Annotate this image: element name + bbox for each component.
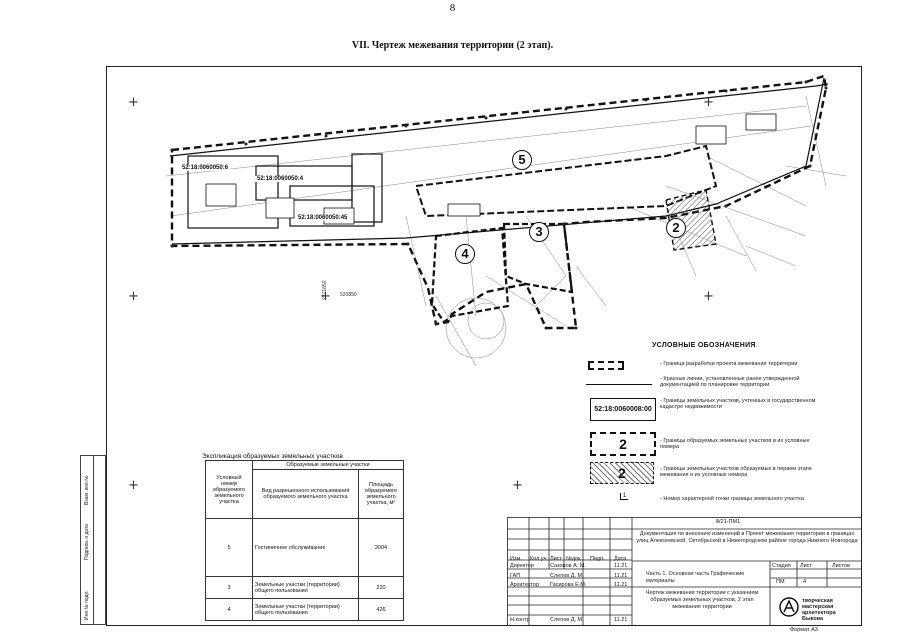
page-title: VII. Чертеж межевания территории (2 этап…	[351, 40, 554, 51]
stamp-sheet-header: Лист	[800, 563, 812, 569]
legend-text-cadastral: - Границы земельных участков, учтенных в…	[660, 398, 816, 410]
expl-group-header: Образуемые земельные участки	[252, 460, 404, 470]
expl-row-2-num: 3	[205, 576, 253, 599]
stamp-header-date: Дата	[614, 556, 627, 562]
background-linework	[165, 95, 847, 367]
stamp-name-director: Сазонов А. М.	[550, 563, 586, 569]
stamp-date-norm: 11.21	[614, 617, 628, 623]
grid-cross: +	[320, 289, 331, 304]
cadastral-label-4: 52:18:0060050:4	[255, 176, 306, 182]
zone-3-boundary	[502, 222, 574, 294]
stamp-role-norm: Н.контр	[510, 617, 530, 623]
grid-cross: +	[512, 478, 523, 493]
explication-table: Условный номер образуемого земельного уч…	[205, 460, 404, 621]
legend-text-new-parcel: - Границы образуемых земельных участков …	[660, 438, 810, 450]
legend-text-point-number: - Номер характерной точки границы земель…	[660, 496, 804, 502]
drawing-sheet	[106, 66, 862, 626]
expl-header-use: Вид разрешенного использования образуемо…	[252, 469, 359, 519]
zone-number-3: 3	[529, 222, 549, 242]
binding-strip-values	[94, 455, 106, 625]
stamp-sheet: 4	[803, 579, 807, 585]
expl-row-1-use: Гостиничное обслуживание	[252, 518, 359, 577]
zone-number-5: 5	[512, 150, 532, 170]
expl-row-3-num: 4	[205, 598, 253, 621]
binding-strip	[80, 455, 94, 625]
legend-symbol-stage1-parcel: 2	[590, 462, 654, 484]
page-number: 8	[449, 2, 456, 14]
cadastral-label-6: 52:18:0060050:6	[180, 165, 231, 171]
stamp-stage-header: Стадия	[772, 563, 791, 569]
legend-symbol-project-boundary	[588, 361, 624, 370]
legend-symbol-cadastral: 52:18:0060008:00	[590, 398, 656, 421]
stamp-header-sheet: Лист	[550, 556, 562, 562]
red-lines	[169, 77, 829, 245]
expl-row-3-use: Земельные участки (территории) общего по…	[252, 598, 359, 621]
legend-text-stage1-parcel: - Границы земельных участков образуемых …	[660, 466, 812, 478]
stamp-date-architect: 11.21	[614, 582, 628, 588]
stamp-sheets-header: Листов	[832, 563, 850, 569]
legend-text-project-boundary: - Граница разработки проекта межевания т…	[660, 361, 798, 367]
explication-title: Экспликация образуемых земельных участко…	[202, 453, 343, 460]
stamp-date-director: 11.21	[614, 563, 628, 569]
expl-row-3-area: 426	[358, 598, 404, 621]
expl-row-2-use: Земельные участки (территории) общего по…	[252, 576, 359, 599]
stamp-role-architect: Архитектор	[510, 582, 540, 588]
stamp-company: творческая мастерская архитектора Быкова	[802, 598, 836, 622]
stamp-header-change: Изм.	[510, 556, 522, 562]
legend-symbol-red-lines	[586, 384, 652, 385]
zone-number-4: 4	[455, 244, 475, 264]
stamp-role-gap: ГАП	[510, 573, 521, 579]
cadastral-label-45: 52:18:0060050:45	[296, 215, 350, 221]
stamp-name-norm: Слепов Д. М.	[550, 617, 584, 623]
side-label-inventory: Инв.№ подл.	[84, 590, 90, 620]
stamp-doc-title: Документация по внесению изменений в Про…	[636, 531, 858, 544]
grid-cross: +	[703, 289, 714, 304]
stamp-role-director: Директор	[510, 563, 534, 569]
stamp-name-gap: Слепов Д. М.	[550, 573, 584, 579]
stamp-header-doc: №док.	[566, 556, 583, 562]
grid-cross: +	[128, 289, 139, 304]
grid-cross: +	[128, 478, 139, 493]
legend-symbol-point-number: 1	[620, 493, 629, 500]
project-boundary	[170, 74, 828, 330]
legend-symbol-new-parcel: 2	[590, 432, 656, 456]
zone-4-boundary	[430, 226, 510, 324]
expl-row-1-area: 2004	[358, 518, 404, 577]
coord-label: 520850	[340, 292, 357, 298]
vertical-coord-label: 2271850	[322, 280, 328, 300]
expl-header-num: Условный номер образуемого земельного уч…	[205, 460, 253, 519]
stamp-header-count: Кол.уч	[530, 556, 547, 562]
stamp-header-sign: Подп.	[590, 556, 605, 562]
grid-cross: +	[128, 95, 139, 110]
stamp-date-gap: 11.21	[614, 573, 628, 579]
grid-cross: +	[703, 95, 714, 110]
side-label-replace: Взам. инв.№	[84, 475, 90, 505]
zone-5-boundary	[414, 144, 718, 218]
zone-number-2: 2	[666, 218, 686, 238]
expl-row-2-area: 220	[358, 576, 404, 599]
characteristic-points	[170, 80, 828, 330]
side-label-signature: Подпись и дата	[84, 524, 90, 560]
legend-title: УСЛОВНЫЕ ОБОЗНАЧЕНИЯ	[652, 342, 756, 349]
expl-row-1-num: 5	[205, 518, 253, 577]
stamp-stage: ПМ	[776, 579, 785, 585]
stamp-name-architect: Гасирова Е.М.	[550, 582, 587, 588]
expl-header-area: Площадь образуемого земельного участка, …	[358, 469, 404, 519]
title-block-frame	[507, 517, 862, 626]
cadastral-parcels	[187, 153, 383, 229]
legend-text-red-lines: - Красные линии, установленные ранее утв…	[660, 376, 800, 388]
stamp-code: 8/21-ПМ1	[716, 519, 741, 525]
stamp-format: Формат А3	[790, 627, 818, 633]
stamp-drawing-title: Чертеж межевания территории с указанием …	[645, 590, 759, 610]
company-logo-icon	[779, 597, 799, 617]
stamp-part: Часть 1. Основная часть Графические мате…	[646, 571, 745, 584]
